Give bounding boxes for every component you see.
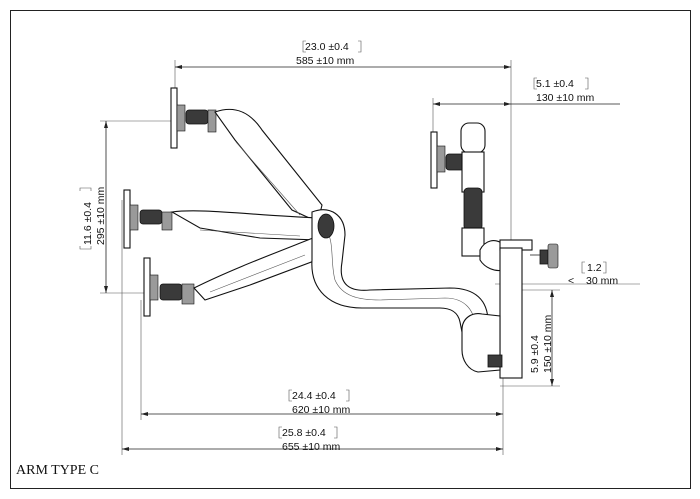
bottom-height-mm: 150 ±10 mm bbox=[542, 314, 554, 373]
pole-offset-inch: 5.1 ±0.4 bbox=[536, 78, 574, 90]
arm-middle-position bbox=[123, 189, 321, 249]
dimension-extension-min: 24.4 ±0.4 620 ±10 mm bbox=[140, 300, 504, 420]
extension-min-inch: 24.4 ±0.4 bbox=[292, 390, 336, 402]
clamp-prefix: < bbox=[568, 275, 574, 287]
drawing-border bbox=[10, 10, 691, 489]
drawing-caption: ARM TYPE C bbox=[16, 463, 99, 478]
pole-offset-mm: 130 ±10 mm bbox=[536, 92, 595, 104]
arm-top-position bbox=[170, 87, 323, 223]
dimension-height-range: 11.6 ±0.4 295 ±10 mm bbox=[79, 120, 175, 294]
height-range-inch: 11.6 ±0.4 bbox=[82, 202, 94, 245]
height-range-mm: 295 ±10 mm bbox=[95, 186, 107, 245]
dimension-extension-max: 25.8 ±0.4 655 ±10 mm bbox=[121, 200, 504, 455]
extension-min-mm: 620 ±10 mm bbox=[292, 404, 351, 416]
bottom-height-inch: 5.9 ±0.4 bbox=[529, 335, 541, 373]
arm-side-view bbox=[430, 122, 559, 379]
top-width-inch: 23.0 ±0.4 bbox=[305, 41, 349, 53]
extension-max-inch: 25.8 ±0.4 bbox=[282, 427, 326, 439]
top-width-mm: 585 ±10 mm bbox=[296, 55, 355, 67]
clamp-inch: 1.2 bbox=[587, 262, 602, 274]
extension-max-mm: 655 ±10 mm bbox=[282, 441, 341, 453]
dimension-top-width: 23.0 ±0.4 585 ±10 mm bbox=[174, 40, 512, 245]
clamp-mm: 30 mm bbox=[586, 275, 618, 287]
arm-bottom-position bbox=[143, 235, 323, 317]
